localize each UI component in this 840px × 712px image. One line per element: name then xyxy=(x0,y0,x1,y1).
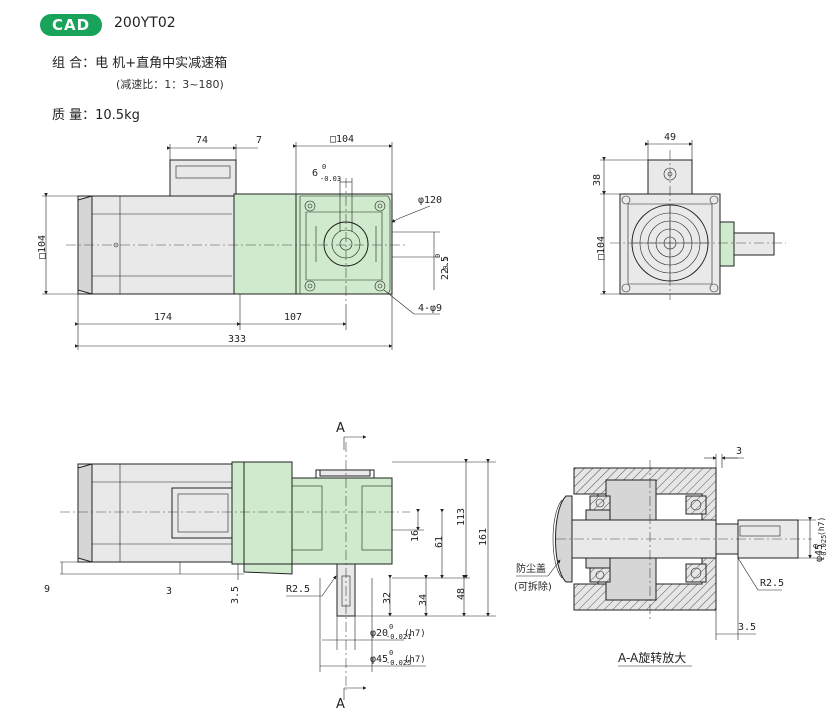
section-view: 3 φ45 0 -0.025 (h7) 防尘盖 (可拆除) R2.5 3.5 A… xyxy=(514,446,828,667)
gearbox-body xyxy=(233,193,297,295)
dim-phi20: φ20 xyxy=(370,628,388,639)
dim-49: 49 xyxy=(664,132,676,143)
output-shaft-side xyxy=(733,232,775,256)
front-view: 74 7 □104 6 0 -0.03 φ120 22.5 0 -0.1 4-φ… xyxy=(37,134,451,350)
combination-text: 组 合：电 机+直角中实减速箱 xyxy=(52,56,228,71)
dim-6-tol-up: 0 xyxy=(322,163,326,171)
dim-6-tol-dn: -0.03 xyxy=(320,175,341,183)
dim-phi20-tol-dn: -0.021 xyxy=(386,633,411,641)
dim-48: 48 xyxy=(456,588,467,600)
section-title: A-A旋转放大 xyxy=(618,650,686,665)
dim-phi120: φ120 xyxy=(418,195,442,206)
dust-cover-label: 防尘盖 xyxy=(516,562,546,575)
dim-22-tol-up: 0 xyxy=(434,254,442,258)
dim-phi45-tol-dn: -0.025 xyxy=(386,659,411,667)
dim-6: 6 xyxy=(312,168,318,179)
dim-16: 16 xyxy=(410,530,421,542)
dim-74: 74 xyxy=(196,135,208,146)
gearbox-top xyxy=(243,461,293,565)
dim-22-5: 22.5 xyxy=(440,256,451,280)
sec-dim-3: 3 xyxy=(736,446,742,457)
dim-phi45-fit: (h7) xyxy=(404,655,426,665)
dim-174: 174 xyxy=(154,312,172,323)
model-number: 200YT02 xyxy=(114,15,176,31)
header: CAD 200YT02 组 合：电 机+直角中实减速箱 (减速比：1：3~180… xyxy=(0,0,840,130)
sec-dim-phi45-tol-dn: -0.025 xyxy=(820,535,828,560)
dim-phi45-tol-up: 0 xyxy=(389,649,393,657)
dim-sq104-top: □104 xyxy=(330,134,354,145)
dim-34: 34 xyxy=(418,594,429,606)
dim-phi20-tol-up: 0 xyxy=(389,623,393,631)
sec-dim-r25: R2.5 xyxy=(760,578,784,589)
top-view: A A 113 161 16 61 48 32 34 9 3 3.5 R2. xyxy=(44,421,496,712)
dim-32: 32 xyxy=(382,592,393,604)
dim-r25: R2.5 xyxy=(286,584,310,595)
dim-161: 161 xyxy=(478,528,489,546)
dim-107: 107 xyxy=(284,312,302,323)
dim-3: 3 xyxy=(166,586,172,597)
dim-38: 38 xyxy=(592,174,603,186)
cad-badge: CAD xyxy=(40,14,102,36)
sec-dim-phi45-tol-up: 0 xyxy=(812,544,820,548)
dim-333: 333 xyxy=(228,334,246,345)
side-view: 49 38 □104 xyxy=(592,132,786,300)
sec-dim-phi45-fit: (h7) xyxy=(817,517,826,536)
dim-sq104-side: □104 xyxy=(596,236,607,260)
terminal-box-top xyxy=(171,487,235,539)
dim-sq104-left: □104 xyxy=(37,235,48,259)
dim-113: 113 xyxy=(456,508,467,526)
dim-7: 7 xyxy=(256,135,262,146)
section-a-top: A xyxy=(336,421,345,436)
dim-61: 61 xyxy=(434,536,445,548)
dim-3-5: 3.5 xyxy=(230,586,241,604)
section-a-bot: A xyxy=(336,697,345,712)
mass-text: 质 量：10.5kg xyxy=(52,108,140,123)
dust-cover-note: (可拆除) xyxy=(514,580,552,593)
sec-dim-phi45: φ45 xyxy=(814,544,825,562)
dim-holes: 4-φ9 xyxy=(418,303,442,314)
dim-phi20-fit: (h7) xyxy=(404,629,426,639)
dim-22-tol-dn: -0.1 xyxy=(442,257,450,274)
sec-dim-3-5: 3.5 xyxy=(738,622,756,633)
dim-phi45: φ45 xyxy=(370,654,388,665)
dim-9: 9 xyxy=(44,584,50,595)
ratio-text: (减速比：1：3~180) xyxy=(116,78,224,91)
